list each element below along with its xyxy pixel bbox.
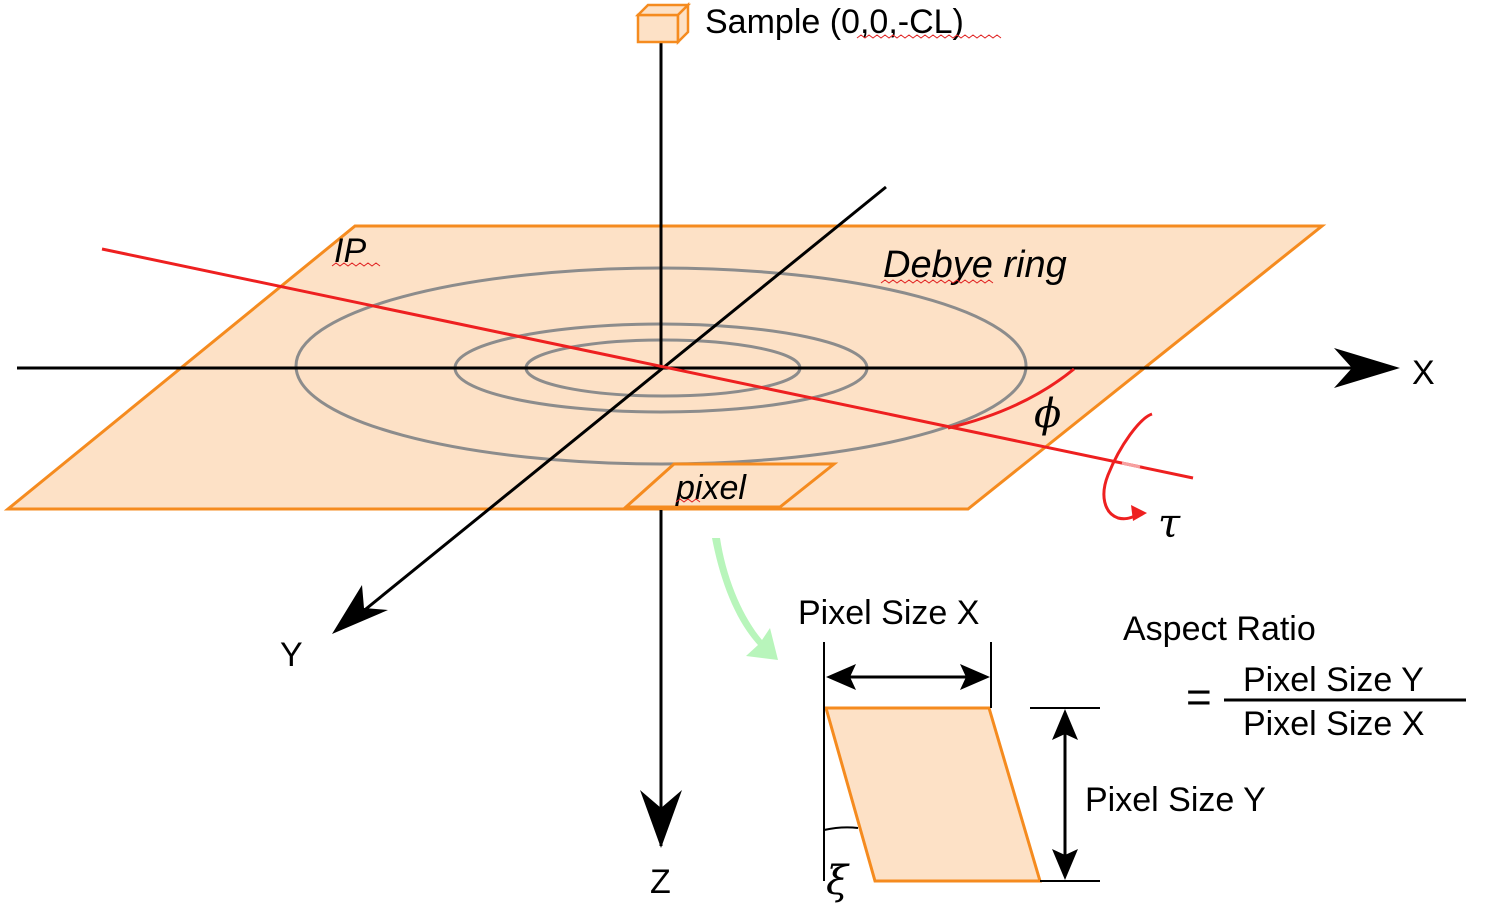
zoom-hint-arrow — [712, 538, 778, 660]
x-axis-label: X — [1412, 354, 1435, 392]
ratio-denominator: Pixel Size X — [1243, 705, 1424, 743]
sample-cube-icon — [634, 1, 692, 46]
tau-rotation-arrow — [1102, 412, 1153, 521]
x-axis-arrowhead — [1334, 348, 1400, 388]
y-axis-label: Y — [280, 636, 303, 674]
xi-angle-arc — [823, 826, 859, 831]
sample-label: Sample (0,0,-CL) — [705, 3, 964, 41]
sample-label-squiggle — [856, 34, 1002, 39]
pixel-size-y-label: Pixel Size Y — [1085, 781, 1266, 819]
phi-angle-arc — [947, 367, 1075, 430]
equals-sign: = — [1186, 673, 1212, 722]
pixel-size-x-label: Pixel Size X — [798, 594, 979, 632]
aspect-ratio-label: Aspect Ratio — [1123, 610, 1316, 648]
y-axis-arrowhead — [332, 585, 388, 634]
pixel-label-squiggle — [675, 498, 701, 503]
phi-label: ϕ — [1034, 391, 1061, 437]
tau-label: τ — [1158, 501, 1181, 547]
pixel-size-x-arrow-left — [826, 664, 856, 690]
debye-ring-label: Debye ring — [883, 244, 1067, 286]
pixel-size-y-arrow-top — [1052, 709, 1078, 740]
debye-ring-label-squiggle — [880, 279, 994, 284]
z-axis-arrowhead — [640, 790, 682, 848]
tau-rotation-arrowhead — [1131, 505, 1147, 521]
pixel-size-y-arrow-bottom — [1052, 849, 1078, 880]
y-axis — [355, 185, 887, 619]
z-axis-label: Z — [650, 863, 671, 901]
pixel-size-x-arrow-right — [960, 664, 990, 690]
pixel-enlarged — [824, 706, 1043, 883]
tilt-axis-highlight — [1121, 461, 1141, 469]
pixel-cell — [622, 462, 839, 509]
ip-label-squiggle — [331, 262, 381, 267]
tilt-axis-line — [101, 247, 1194, 480]
ratio-numerator: Pixel Size Y — [1243, 661, 1424, 699]
pixel-label: pixel — [675, 469, 747, 507]
xi-label: ξ — [826, 858, 850, 904]
